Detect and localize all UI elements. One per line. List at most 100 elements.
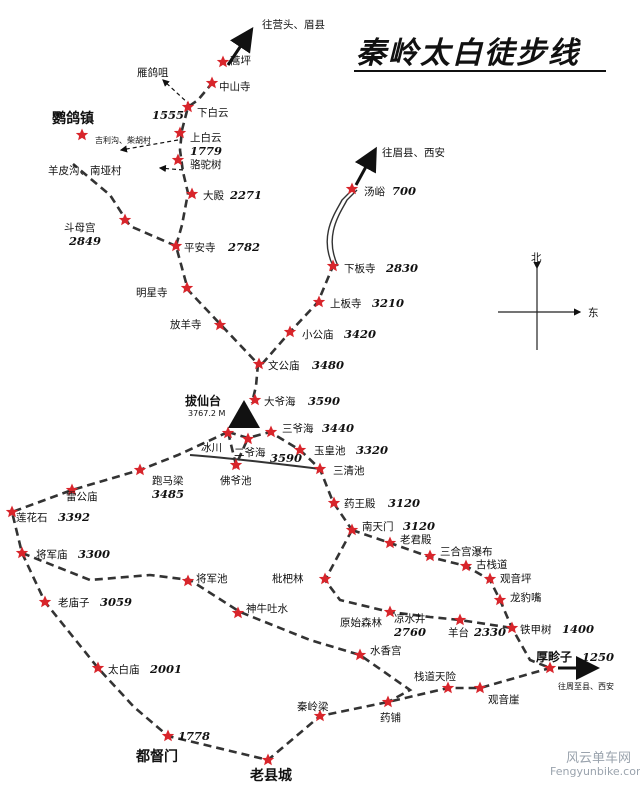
label-yuhuangchi: 玉皇池 bbox=[314, 444, 346, 457]
label-xiabansi: 下板寺 bbox=[344, 262, 376, 275]
label-yingezhen: 鹦鸽镇 bbox=[51, 110, 94, 127]
label-shangbaiyun: 上白云 bbox=[190, 131, 222, 144]
title-underline bbox=[354, 70, 606, 72]
routes bbox=[10, 81, 551, 762]
label-lianhuashi: 莲花石 bbox=[16, 511, 48, 524]
star-xiaogongmiao bbox=[283, 325, 297, 338]
label-to-meixian: 往眉县、西安 bbox=[382, 146, 445, 159]
star-longbaozui bbox=[493, 593, 507, 606]
elev-liangshuijing: 2760 bbox=[393, 625, 426, 639]
label-peak-elevation: 3767.2 M bbox=[188, 409, 226, 418]
route-tangyu bbox=[261, 265, 335, 365]
star-sanyehai bbox=[264, 425, 278, 438]
label-xiabaiyun: 下白云 bbox=[197, 106, 229, 119]
elev-jiangjunmiao: 3300 bbox=[78, 547, 110, 561]
watermark-cn: 风云单车网 bbox=[566, 751, 632, 766]
elev-sanyehai: 3440 bbox=[322, 421, 354, 435]
label-leigongmiao: 雷公庙 bbox=[66, 490, 98, 503]
star-sanhegong bbox=[423, 549, 437, 562]
label-to-yingtou: 往营头、眉县 bbox=[262, 18, 325, 31]
elev-nantianmen: 3120 bbox=[403, 519, 435, 533]
label-yangtai: 羊台 bbox=[448, 626, 469, 639]
elev-doumugong: 2849 bbox=[68, 234, 101, 248]
arrow-to-jili bbox=[119, 139, 179, 153]
label-yuanshisenlin: 原始森林 bbox=[340, 616, 382, 629]
label-longbaozui: 龙豹嘴 bbox=[510, 591, 542, 604]
elev-laomiaozi: 3059 bbox=[100, 595, 132, 609]
elev-dadian: 2271 bbox=[229, 188, 262, 202]
label-sanqingchi: 三清池 bbox=[333, 464, 365, 477]
label-dadian: 大殿 bbox=[203, 189, 224, 202]
label-guanyinping: 观音坪 bbox=[500, 572, 532, 585]
label-laoxiancheng: 老县城 bbox=[250, 767, 292, 784]
star-jiangjunmiao bbox=[15, 546, 29, 559]
route-north-main bbox=[174, 81, 260, 404]
label-jiangjunchi: 将军池 bbox=[196, 572, 228, 585]
arrow-to-yingtou bbox=[226, 27, 254, 66]
elev-yuhuangchi: 3320 bbox=[356, 443, 388, 457]
label-manping: 蒿坪 bbox=[230, 54, 251, 67]
star-yingezhen bbox=[75, 128, 89, 141]
label-paomaliang: 跑马梁 bbox=[152, 474, 184, 487]
label-nantianmen: 南天门 bbox=[362, 520, 394, 533]
label-guanyinya: 观音崖 bbox=[488, 693, 520, 706]
elev-shangbaiyun: 1779 bbox=[190, 144, 222, 158]
star-xiabansi bbox=[326, 259, 340, 272]
star-yangtai bbox=[453, 613, 467, 626]
map-title: 秦岭太白徒步线 bbox=[356, 36, 580, 71]
label-yaowangdian: 药王殿 bbox=[344, 498, 376, 510]
elev-paomaliang: 3485 bbox=[152, 487, 184, 501]
label-shuixianggong: 水香宫 bbox=[370, 644, 402, 657]
direction-arrows bbox=[119, 27, 600, 680]
label-shangbansi: 上板寺 bbox=[330, 297, 362, 310]
watermark-en: Fengyunbike.com bbox=[550, 765, 640, 778]
route-west-ridge bbox=[10, 430, 551, 762]
label-luotuoshu: 骆驼树 bbox=[190, 158, 222, 171]
label-xiaogongmiao: 小公庙 bbox=[302, 328, 334, 341]
star-shangbaiyun bbox=[173, 126, 187, 139]
elev-lianhuashi: 3392 bbox=[58, 510, 90, 524]
label-liangshuijing: 凉水井 bbox=[394, 612, 426, 625]
label-tangyu: 汤峪 bbox=[364, 185, 385, 198]
route-tangyu-double-a bbox=[326, 189, 353, 267]
star-jiangjunchi bbox=[181, 574, 195, 587]
label-bingchuan: 冰川 bbox=[201, 441, 222, 454]
label-qinlingliang: 秦岭梁 bbox=[297, 700, 329, 713]
compass: 北 东 bbox=[498, 252, 599, 350]
label-mingxingsi: 明星寺 bbox=[136, 287, 168, 299]
label-houzhenzi: 厚畛子 bbox=[536, 649, 572, 664]
label-doumugong: 斗母宫 bbox=[64, 221, 96, 234]
elev-eryehai: 3590 bbox=[270, 451, 302, 465]
elev-xiaogongmiao: 3420 bbox=[344, 327, 376, 341]
star-zhandaotianxian bbox=[441, 681, 455, 694]
label-pinganshi: 平安寺 bbox=[184, 241, 216, 254]
elev-shangbansi: 3210 bbox=[372, 296, 404, 310]
label-wengongmiao: 文公庙 bbox=[268, 359, 300, 372]
label-niushuishui: 神牛吐水 bbox=[246, 602, 288, 615]
star-pipalin bbox=[318, 572, 332, 585]
star-eryehai bbox=[241, 432, 255, 445]
label-foyechi: 佛爷池 bbox=[220, 474, 252, 487]
label-sanhegong: 三合宫瀑布 bbox=[440, 545, 493, 558]
elev-taibaimiao: 2001 bbox=[149, 662, 182, 676]
label-guzhandao: 古栈道 bbox=[476, 558, 508, 571]
star-guanyinya bbox=[473, 681, 487, 694]
elev-tangyu: 700 bbox=[392, 184, 416, 198]
label-dayehai: 大爷海 bbox=[264, 395, 296, 408]
star-pinganshi bbox=[169, 239, 183, 252]
elev-xiabansi: 2830 bbox=[385, 261, 418, 275]
route-summit-solid bbox=[189, 454, 321, 470]
label-taibaimiao: 太白庙 bbox=[108, 663, 140, 676]
elev-yangtai: 2330 bbox=[473, 625, 506, 639]
label-to-jili: 吉利沟、柴胡村 bbox=[95, 135, 151, 145]
label-peak: 拔仙台 bbox=[185, 393, 221, 408]
label-laomiaozi: 老庙子 bbox=[58, 596, 90, 609]
label-zhongshan: 中山寺 bbox=[219, 80, 251, 93]
elev-tiejiashu: 1400 bbox=[562, 622, 594, 636]
star-mingxingsi bbox=[180, 281, 194, 294]
label-pipalin: 枇杷林 bbox=[272, 572, 304, 585]
arrow-to-yangpigou bbox=[158, 164, 184, 173]
route-jiangjun bbox=[21, 551, 413, 704]
